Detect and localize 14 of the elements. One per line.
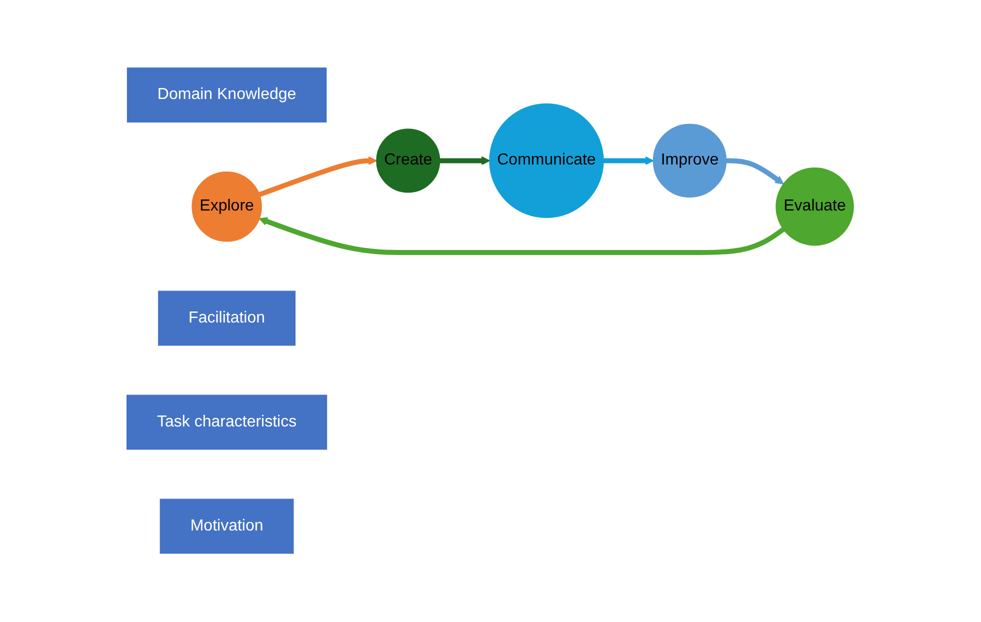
node-circle: Communicate [489, 104, 604, 218]
node-circle: Explore [192, 172, 262, 242]
arrow [258, 156, 378, 198]
arrow [726, 158, 784, 185]
node-box: Motivation [160, 499, 294, 554]
node-circle: Improve [653, 124, 727, 198]
node-box: Domain Knowledge [127, 68, 327, 123]
node-circle: Create [376, 129, 440, 194]
node-circle: Evaluate [776, 168, 854, 246]
arrow [259, 218, 786, 256]
arrow [440, 156, 490, 166]
node-box: Facilitation [158, 291, 296, 346]
node-box: Task characteristics [126, 395, 328, 450]
arrow [604, 156, 654, 166]
